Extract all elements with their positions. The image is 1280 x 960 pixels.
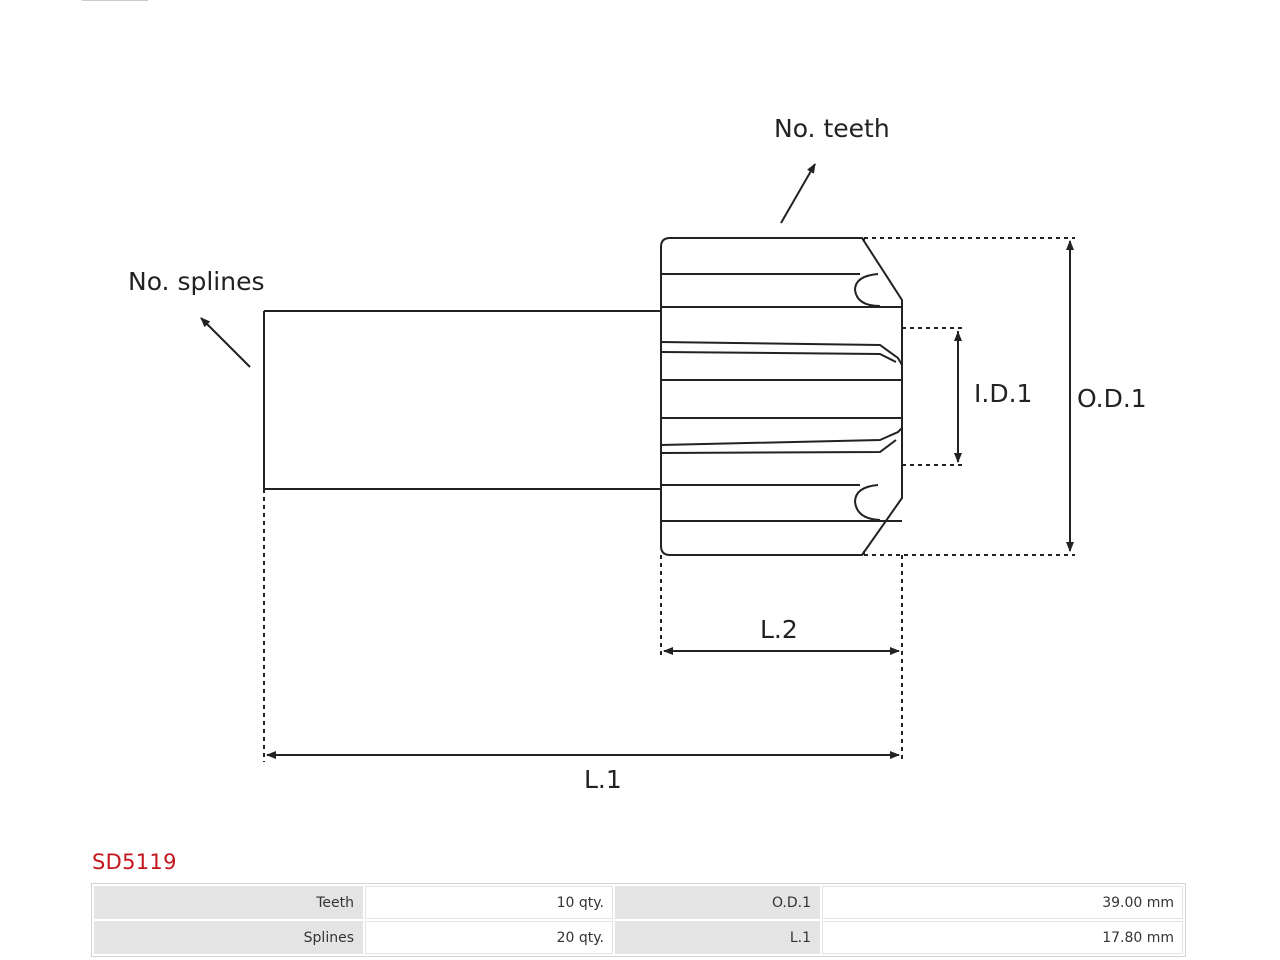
- spec-value: 20 qty.: [365, 921, 613, 954]
- spec-key: Teeth: [94, 886, 363, 919]
- spec-value: 10 qty.: [365, 886, 613, 919]
- no-teeth-pointer: [780, 163, 816, 224]
- spec-key: Splines: [94, 921, 363, 954]
- table-row: Teeth 10 qty. O.D.1 39.00 mm: [94, 886, 1183, 919]
- no-splines-label: No. splines: [128, 267, 265, 296]
- l2-label: L.2: [760, 615, 798, 644]
- id1-label: I.D.1: [974, 379, 1032, 408]
- no-splines-pointer: [200, 317, 251, 368]
- shaft: [263, 310, 661, 490]
- spec-key: L.1: [615, 921, 820, 954]
- extension-lines: [263, 237, 1075, 762]
- dimension-arrows: [200, 163, 1074, 759]
- spec-value: 17.80 mm: [822, 921, 1183, 954]
- od1-label: O.D.1: [1077, 384, 1147, 413]
- l1-label: L.1: [584, 765, 622, 794]
- specs-table: Teeth 10 qty. O.D.1 39.00 mm Splines 20 …: [91, 883, 1186, 957]
- table-row: Splines 20 qty. L.1 17.80 mm: [94, 921, 1183, 954]
- no-teeth-label: No. teeth: [774, 114, 890, 143]
- product-code: SD5119: [92, 850, 177, 874]
- top-divider-mark: [82, 0, 148, 1]
- pinion-gear: [660, 237, 903, 556]
- spec-value: 39.00 mm: [822, 886, 1183, 919]
- starter-drive-technical-drawing: No. teeth No. splines I.D.1 O.D.1 L.2 L.…: [128, 114, 1147, 794]
- spec-key: O.D.1: [615, 886, 820, 919]
